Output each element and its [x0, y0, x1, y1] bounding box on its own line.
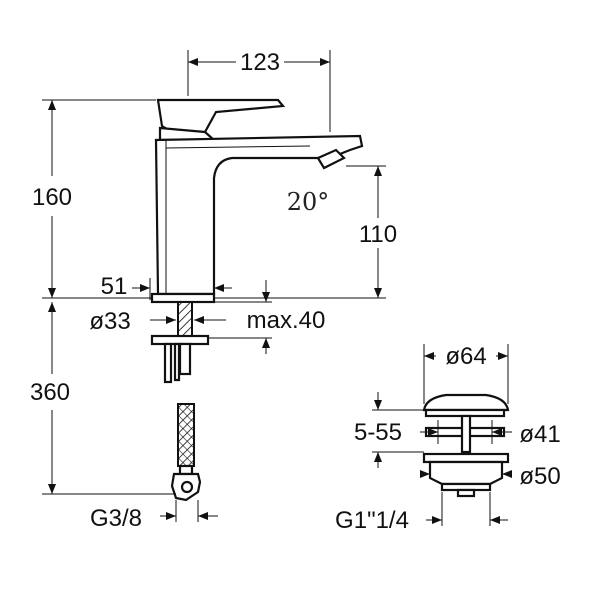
- drain-dimensions: ø64 5-55 ø41 ø50 G1"1/4: [335, 343, 561, 534]
- faucet-dimensions: 123 160 110 20° 51 ø33: [30, 49, 397, 532]
- hose-connection-label: G3/8: [90, 505, 142, 532]
- height-160-label: 160: [32, 184, 72, 211]
- drain-body-ring: [422, 452, 510, 464]
- mounting-rod: [163, 342, 173, 384]
- hose-nut-hole: [180, 480, 194, 494]
- drain-outlet: [456, 488, 476, 498]
- spout-top-line: [165, 145, 311, 149]
- hose-ferrule: [178, 464, 194, 476]
- drain-assembly: [422, 393, 510, 498]
- rod-inner: [173, 342, 181, 382]
- faucet-body: [150, 98, 364, 384]
- base-plate: [150, 292, 216, 304]
- max-deck-thickness-label: max.40: [247, 307, 326, 334]
- tap-hole-diameter-label: ø33: [89, 308, 130, 335]
- drain-body: [428, 460, 504, 486]
- drain-stem: [460, 414, 472, 454]
- supply-hose: [170, 403, 202, 502]
- hose-length-360-label: 360: [30, 379, 70, 406]
- aerator: [316, 148, 346, 170]
- threaded-stud: [177, 301, 193, 337]
- mounting-plate: [150, 334, 210, 346]
- drain-cap: [422, 393, 510, 412]
- drain-inner-diameter-label: ø41: [519, 421, 560, 448]
- spout-height-110-label: 110: [359, 221, 397, 248]
- drain-thread-label: G1"1/4: [335, 507, 409, 534]
- base-offset-51-label: 51: [101, 273, 128, 300]
- drain-body-diameter-label: ø50: [519, 463, 560, 490]
- braided-hose-cross: [178, 404, 194, 466]
- width-123-label: 123: [240, 49, 280, 76]
- drain-cap-diameter-label: ø64: [445, 343, 486, 370]
- hose-stub: [178, 342, 192, 376]
- spout-angle-label: 20°: [287, 188, 330, 216]
- faucet-spout: [154, 134, 364, 296]
- drain-deck-range-label: 5-55: [354, 419, 402, 446]
